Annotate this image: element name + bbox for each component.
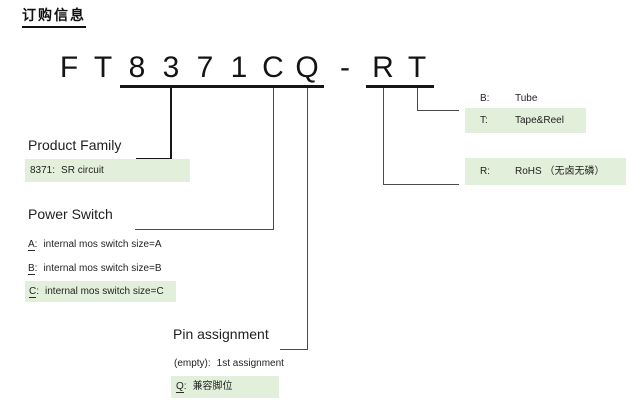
option-label: RoHS （无卤无磷）	[515, 166, 605, 177]
part-char-q: Q	[295, 51, 319, 84]
option-label: Tube	[515, 93, 538, 104]
product-family-heading: Product Family	[28, 137, 122, 153]
option-key-underlined: Q	[176, 381, 184, 393]
pin-assignment-option-empty: (empty): 1st assignment	[174, 358, 284, 370]
option-key: :	[36, 286, 40, 297]
option-label: 兼容脚位	[192, 381, 233, 392]
option-key-underlined: A	[28, 239, 35, 251]
option-label: internal mos switch size=A	[43, 239, 162, 250]
option-label: internal mos switch size=B	[43, 263, 162, 274]
part-char-t2-underline: T	[400, 52, 434, 88]
option-key: 8371:	[30, 165, 56, 176]
pin-assignment-heading: Pin assignment	[173, 326, 269, 342]
part-char-q-underline: Q	[290, 52, 324, 88]
part-char-c-underline: C	[256, 52, 290, 88]
packing-option-tube: B: Tube	[480, 93, 537, 105]
part-char-3: 3	[162, 51, 180, 84]
part-char-t: T	[93, 51, 113, 84]
part-char-8: 8	[128, 51, 146, 84]
option-key: :	[34, 239, 38, 250]
option-label: internal mos switch size=C	[45, 286, 164, 297]
connector-rohs	[383, 88, 459, 185]
connector-packing	[417, 88, 459, 111]
part-char-7: 7	[196, 51, 214, 84]
option-key: (empty):	[174, 358, 211, 369]
part-char-r-underline: R	[366, 52, 400, 88]
packing-option-tape-reel: T: Tape&Reel	[465, 108, 586, 133]
part-char-f: F	[59, 51, 79, 84]
part-char-t2: T	[407, 51, 427, 84]
part-char-c: C	[262, 51, 284, 84]
product-family-option-8371: 8371: SR circuit	[25, 159, 190, 182]
connector-power-switch	[135, 88, 274, 230]
option-key: B:	[480, 93, 490, 104]
connector-pin-assignment	[280, 88, 308, 350]
option-key-underlined: B	[28, 263, 35, 275]
power-switch-option-c: C: internal mos switch size=C	[25, 281, 176, 302]
option-key-underlined: C	[29, 286, 37, 298]
part-char-dash: -	[340, 51, 350, 84]
option-label: SR circuit	[61, 165, 104, 176]
option-key: T:	[480, 115, 488, 126]
page-title: 订购信息	[22, 5, 86, 28]
part-char-r: R	[372, 51, 394, 84]
option-key: :	[183, 381, 187, 392]
power-switch-heading: Power Switch	[28, 206, 113, 222]
option-label: 1st assignment	[216, 358, 284, 369]
option-key: :	[34, 263, 38, 274]
option-label: Tape&Reel	[515, 115, 564, 126]
part-char-1: 1	[230, 51, 248, 84]
pin-assignment-option-q: Q: 兼容脚位	[171, 376, 279, 398]
power-switch-option-a: A: internal mos switch size=A	[28, 239, 162, 251]
power-switch-option-b: B: internal mos switch size=B	[28, 263, 162, 275]
option-key: R:	[480, 166, 490, 177]
rohs-option: R: RoHS （无卤无磷）	[465, 158, 626, 185]
